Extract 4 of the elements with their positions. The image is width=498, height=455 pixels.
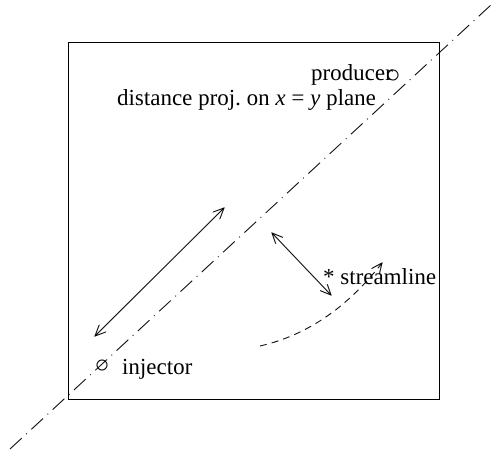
text-label: distance proj. on x = y plane	[117, 85, 376, 111]
text-label: * streamline	[323, 264, 436, 290]
text-label: injector	[122, 354, 192, 380]
text-label: producer	[311, 60, 393, 86]
